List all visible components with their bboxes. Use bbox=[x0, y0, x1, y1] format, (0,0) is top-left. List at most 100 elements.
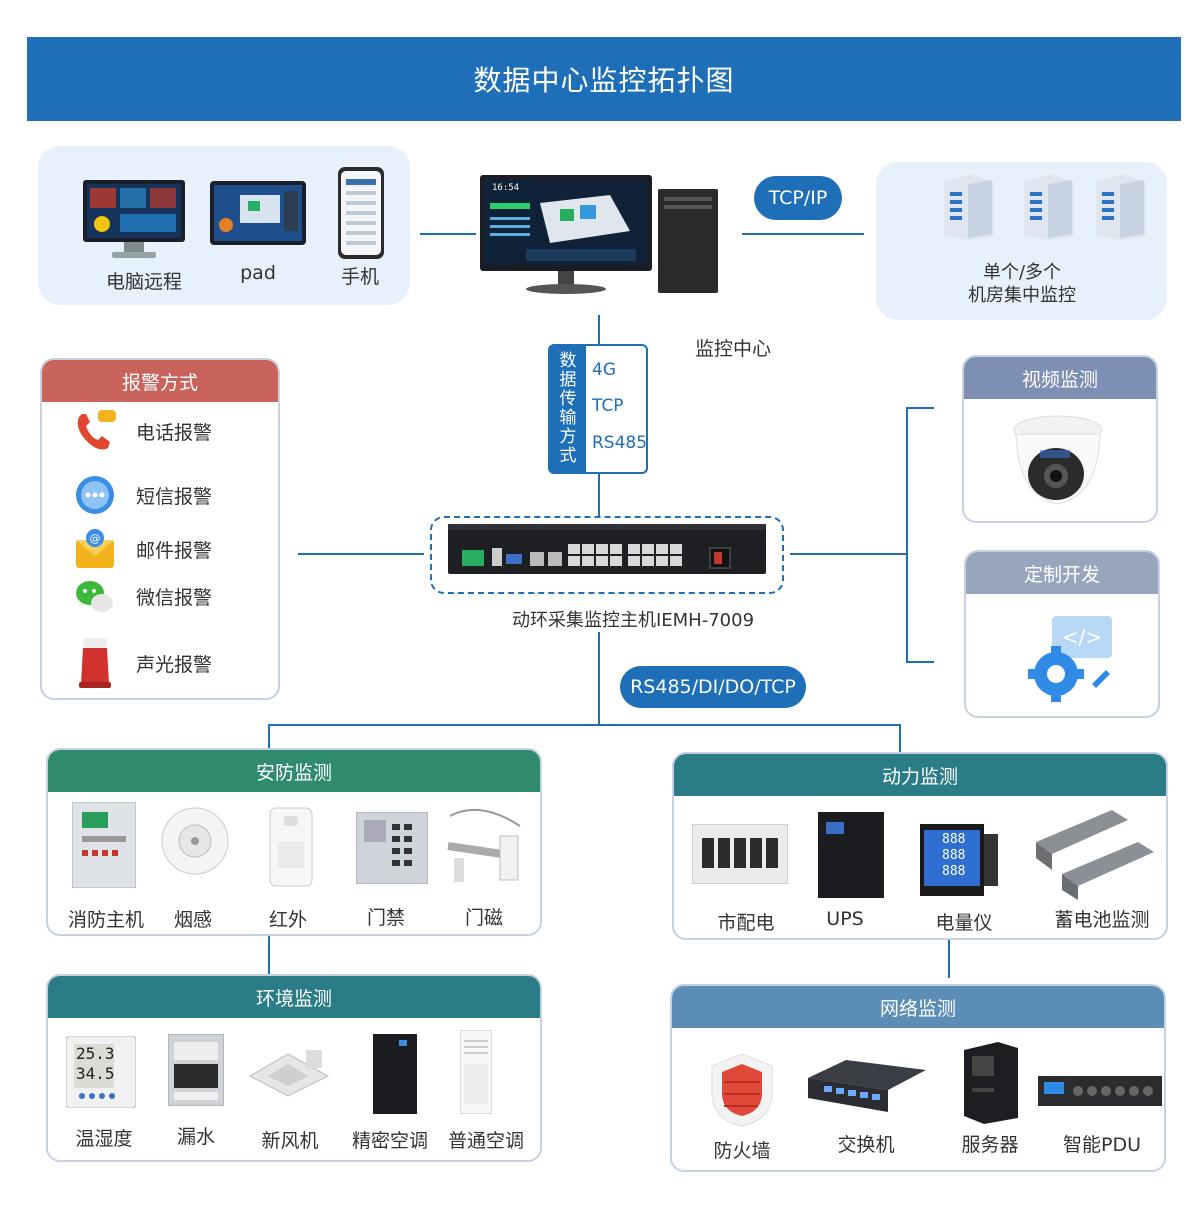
fresh-air-icon bbox=[248, 1046, 330, 1102]
camera-icon bbox=[1010, 410, 1106, 514]
alarm-item-sms: 短信报警 bbox=[72, 472, 212, 518]
water-leak-icon bbox=[167, 1033, 225, 1110]
smart-pdu-icon bbox=[1038, 1076, 1162, 1110]
page-title: 数据中心监控拓扑图 bbox=[27, 37, 1181, 121]
link-center-down bbox=[598, 315, 600, 345]
access-control-icon bbox=[355, 811, 429, 888]
link-remote-to-center bbox=[420, 233, 476, 235]
power-label-meter: 电量仪 bbox=[935, 912, 993, 934]
link-alarm-to-host bbox=[298, 553, 424, 555]
security-label-fire-host: 消防主机 bbox=[67, 909, 144, 931]
sms-icon bbox=[72, 472, 118, 518]
thermohygrometer-icon: 25.3 34.5 bbox=[65, 1035, 137, 1112]
security-label-infrared: 红外 bbox=[268, 909, 307, 931]
transmission-char: 方 bbox=[559, 427, 577, 447]
env-label-precision-ac: 精密空调 bbox=[351, 1130, 428, 1152]
distribution-box-icon bbox=[691, 823, 789, 888]
network-label-server: 服务器 bbox=[961, 1134, 1019, 1156]
link-host-down bbox=[598, 632, 600, 726]
firewall-icon bbox=[710, 1052, 774, 1132]
battery-rack-icon bbox=[1032, 808, 1160, 906]
alarm-item-mail: @ 邮件报警 bbox=[72, 526, 212, 572]
thermo-humidity-value: 34.5 bbox=[76, 1064, 115, 1083]
smoke-detector-icon bbox=[160, 806, 230, 880]
fire-host-icon bbox=[71, 801, 137, 892]
host-device-label: 动环采集监控主机IEMH-7009 bbox=[511, 610, 755, 631]
infrared-sensor-icon bbox=[268, 806, 314, 892]
siren-icon bbox=[72, 636, 118, 690]
host-device-frame bbox=[430, 516, 784, 594]
ups-icon bbox=[818, 812, 884, 902]
alarm-item-siren: 声光报警 bbox=[72, 636, 212, 690]
network-panel-title: 网络监测 bbox=[672, 986, 1164, 1028]
power-meter-icon: 888 888 888 bbox=[920, 824, 998, 900]
gear-code-icon: </> bbox=[1022, 614, 1114, 710]
right-branch-vertical bbox=[906, 407, 908, 663]
bus-drop-right bbox=[899, 724, 901, 752]
standard-ac-icon bbox=[459, 1029, 493, 1118]
power-label-distribution: 市配电 bbox=[717, 912, 775, 934]
precision-ac-icon bbox=[373, 1034, 417, 1118]
rooms-label-line2: 机房集中监控 bbox=[968, 285, 1076, 306]
transmission-char: 输 bbox=[559, 408, 577, 428]
remote-label-pc: 电脑远程 bbox=[105, 271, 182, 293]
meter-value-2: 888 bbox=[942, 848, 966, 863]
phone-icon bbox=[338, 167, 384, 263]
security-panel: 安防监测 bbox=[46, 748, 542, 936]
alarm-label-siren: 声光报警 bbox=[136, 653, 213, 676]
monitoring-center-label: 监控中心 bbox=[694, 338, 771, 360]
security-label-door: 门磁 bbox=[464, 907, 503, 929]
wechat-icon bbox=[72, 573, 118, 619]
server-rack-icon-1 bbox=[940, 174, 996, 244]
monitor-icon bbox=[82, 180, 186, 264]
transmission-char: 式 bbox=[559, 446, 577, 466]
alarm-label-phone: 电话报警 bbox=[136, 421, 213, 444]
transmission-char: 数 bbox=[559, 351, 577, 371]
transmission-char: 据 bbox=[559, 370, 577, 390]
network-label-pdu: 智能PDU bbox=[1063, 1134, 1141, 1156]
host-device-image bbox=[448, 524, 766, 582]
meter-value-1: 888 bbox=[942, 832, 966, 847]
bus-drop-left bbox=[268, 724, 270, 750]
alarm-label-wechat: 微信报警 bbox=[136, 586, 213, 609]
server-rack-icon-2 bbox=[1020, 174, 1076, 244]
bus-horizontal bbox=[268, 724, 901, 726]
telephone-icon bbox=[72, 408, 118, 454]
alarm-panel: 报警方式 bbox=[40, 358, 280, 700]
security-label-access: 门禁 bbox=[366, 907, 405, 929]
network-label-firewall: 防火墙 bbox=[713, 1140, 771, 1162]
link-center-to-rooms bbox=[742, 233, 864, 235]
remote-label-phone: 手机 bbox=[340, 266, 379, 288]
tcpip-badge: TCP/IP bbox=[754, 176, 842, 220]
screen-clock-text: 16:54 bbox=[492, 183, 520, 193]
network-label-switch: 交换机 bbox=[837, 1134, 895, 1156]
link-host-to-right bbox=[790, 553, 908, 555]
env-label-thermo: 温湿度 bbox=[75, 1128, 133, 1150]
tablet-icon bbox=[210, 181, 306, 249]
security-label-smoke: 烟感 bbox=[173, 909, 212, 931]
alarm-panel-title: 报警方式 bbox=[42, 360, 278, 402]
server-rack-icon-3 bbox=[1092, 174, 1148, 244]
security-panel-title: 安防监测 bbox=[48, 750, 540, 792]
alarm-label-mail: 邮件报警 bbox=[136, 539, 213, 562]
env-label-leak: 漏水 bbox=[176, 1126, 215, 1148]
bus-protocol-badge: RS485/DI/DO/TCP bbox=[620, 666, 806, 708]
transmission-vertical-label: 数 据 传 输 方 式 bbox=[550, 346, 586, 472]
alarm-label-sms: 短信报警 bbox=[136, 485, 213, 508]
link-power-to-network bbox=[948, 940, 950, 978]
link-security-to-env bbox=[268, 936, 270, 974]
alarm-item-wechat: 微信报警 bbox=[72, 573, 212, 619]
door-sensor-icon bbox=[440, 806, 530, 890]
svg-text:@: @ bbox=[90, 532, 101, 545]
remote-label-pad: pad bbox=[240, 262, 276, 284]
server-icon bbox=[958, 1042, 1020, 1128]
alarm-item-phone: 电话报警 bbox=[72, 408, 212, 454]
power-label-battery: 蓄电池监测 bbox=[1054, 909, 1150, 931]
svg-text:</>: </> bbox=[1062, 625, 1102, 649]
power-label-ups: UPS bbox=[826, 908, 864, 930]
protocol-rs485: RS485 bbox=[592, 433, 648, 453]
environment-panel-title: 环境监测 bbox=[48, 976, 540, 1018]
right-branch-video bbox=[906, 407, 934, 409]
custom-dev-panel: 定制开发 bbox=[964, 550, 1160, 718]
monitoring-center-computer: 16:54 bbox=[480, 173, 720, 299]
